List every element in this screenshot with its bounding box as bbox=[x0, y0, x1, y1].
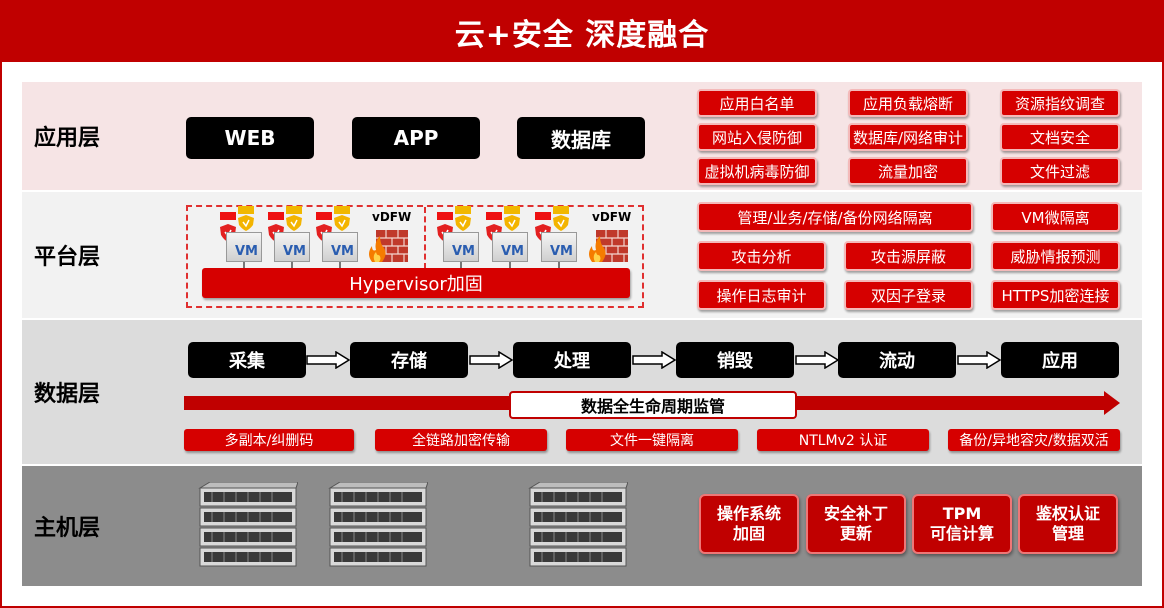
app-block-web: WEB bbox=[186, 117, 314, 159]
app-feature: 文档安全 bbox=[1000, 123, 1120, 151]
arrow-right-icon bbox=[306, 351, 350, 369]
shield-icon bbox=[553, 215, 569, 231]
data-flow-step: 应用 bbox=[1001, 342, 1119, 378]
firewall-icon bbox=[589, 230, 628, 262]
virtualization-box bbox=[186, 205, 644, 308]
lifecycle-arrow-head bbox=[1104, 391, 1120, 415]
arrow-right-icon bbox=[632, 351, 676, 369]
app-feature: 虚拟机病毒防御 bbox=[697, 157, 817, 185]
platform-feature: 攻击分析 bbox=[697, 241, 826, 271]
host-feature: 安全补丁 更新 bbox=[806, 494, 906, 554]
firewall-icon bbox=[369, 230, 408, 262]
vm-icon: VM bbox=[443, 232, 479, 262]
host-feature: 鉴权认证 管理 bbox=[1018, 494, 1118, 554]
app-feature: 流量加密 bbox=[848, 157, 968, 185]
arrow-right-icon bbox=[795, 351, 839, 369]
vm-icon: VM bbox=[274, 232, 310, 262]
host-feature-line: 安全补丁 bbox=[823, 504, 888, 523]
platform-feature: 操作日志审计 bbox=[697, 280, 826, 310]
shield-icon bbox=[504, 215, 520, 231]
app-feature: 应用白名单 bbox=[697, 89, 817, 117]
data-flow-step: 流动 bbox=[838, 342, 956, 378]
lifecycle-label: 数据全生命周期监管 bbox=[509, 391, 797, 419]
page-title: 云+安全 深度融合 bbox=[2, 2, 1162, 62]
arrow-right-icon bbox=[957, 351, 1001, 369]
data-flow-step: 存储 bbox=[350, 342, 468, 378]
app-feature: 应用负载熔断 bbox=[848, 89, 968, 117]
vm-icon: VM bbox=[541, 232, 577, 262]
platform-feature: 攻击源屏蔽 bbox=[844, 241, 973, 271]
layer-label-host: 主机层 bbox=[33, 516, 100, 541]
server-icon bbox=[528, 482, 628, 567]
app-block-app: APP bbox=[352, 117, 480, 159]
host-feature-line: 管理 bbox=[1051, 524, 1084, 543]
vm-icon: VM bbox=[322, 232, 358, 262]
data-feature: 备份/异地容灾/数据双活 bbox=[948, 429, 1120, 451]
vdfw-label: vDFW bbox=[372, 210, 412, 224]
vm-icon: VM bbox=[492, 232, 528, 262]
data-feature: 多副本/纠删码 bbox=[184, 429, 354, 451]
data-feature: 全链路加密传输 bbox=[375, 429, 547, 451]
arrow-right-icon bbox=[469, 351, 513, 369]
server-icon bbox=[198, 482, 298, 567]
app-block-database: 数据库 bbox=[517, 117, 645, 159]
data-feature: NTLMv2 认证 bbox=[757, 429, 929, 451]
shield-icon bbox=[286, 215, 302, 231]
data-flow-step: 销毁 bbox=[676, 342, 794, 378]
layer-label-platform: 平台层 bbox=[33, 245, 100, 270]
shield-icon bbox=[238, 215, 254, 231]
app-feature: 数据库/网络审计 bbox=[848, 123, 968, 151]
hypervisor-bar: Hypervisor加固 bbox=[202, 268, 630, 298]
app-feature: 资源指纹调查 bbox=[1000, 89, 1120, 117]
platform-feature: 威胁情报预测 bbox=[991, 241, 1120, 271]
host-feature-line: TPM bbox=[942, 504, 982, 523]
host-feature-line: 鉴权认证 bbox=[1035, 504, 1100, 523]
platform-feature: VM微隔离 bbox=[991, 202, 1120, 232]
layer-label-data: 数据层 bbox=[33, 382, 100, 407]
layer-label-app: 应用层 bbox=[33, 126, 100, 151]
server-icon bbox=[328, 482, 428, 567]
virtualization-divider bbox=[424, 207, 426, 269]
platform-feature: HTTPS加密连接 bbox=[991, 280, 1120, 310]
host-feature: TPM 可信计算 bbox=[912, 494, 1012, 554]
vdfw-label: vDFW bbox=[592, 210, 632, 224]
data-flow-step: 采集 bbox=[188, 342, 306, 378]
platform-feature: 双因子登录 bbox=[844, 280, 973, 310]
app-feature: 网站入侵防御 bbox=[697, 123, 817, 151]
platform-feature: 管理/业务/存储/备份网络隔离 bbox=[697, 202, 973, 232]
data-feature: 文件一键隔离 bbox=[566, 429, 738, 451]
host-feature-line: 可信计算 bbox=[929, 524, 994, 543]
host-feature-line: 更新 bbox=[839, 524, 872, 543]
app-feature: 文件过滤 bbox=[1000, 157, 1120, 185]
host-feature-line: 操作系统 bbox=[716, 504, 781, 523]
host-feature-line: 加固 bbox=[732, 524, 765, 543]
shield-icon bbox=[455, 215, 471, 231]
data-flow-step: 处理 bbox=[513, 342, 631, 378]
vm-icon: VM bbox=[226, 232, 262, 262]
host-feature: 操作系统 加固 bbox=[699, 494, 799, 554]
shield-icon bbox=[334, 215, 350, 231]
